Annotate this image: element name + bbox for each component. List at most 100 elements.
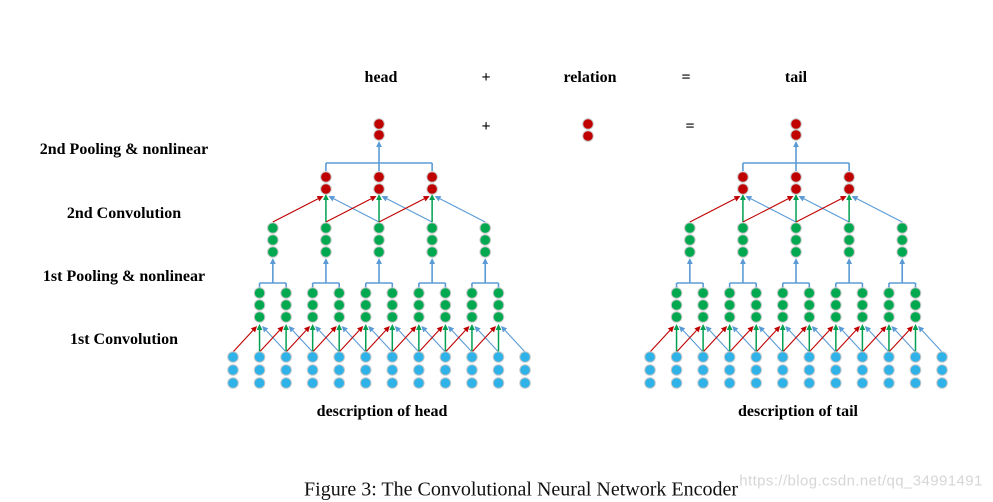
neuron-dot — [306, 299, 319, 311]
neuron-dot — [723, 299, 736, 311]
neuron-dot — [723, 287, 736, 299]
neuron-dot — [306, 351, 319, 363]
arrowhead — [262, 326, 269, 333]
neuron-dot — [386, 351, 399, 363]
arrowhead — [798, 196, 806, 202]
neuron-dot — [843, 222, 855, 234]
neuron-dot — [333, 299, 346, 311]
neuron-dot — [896, 234, 909, 246]
arrowhead — [785, 326, 792, 333]
neuron-dot — [253, 299, 266, 311]
neuron-dot — [790, 246, 802, 258]
neuron-dot — [280, 287, 292, 299]
neuron-dot — [426, 171, 438, 183]
neuron-dot — [790, 129, 802, 141]
neuron-dot — [830, 364, 842, 376]
neuron-dot — [466, 377, 478, 389]
neuron-dot — [856, 299, 869, 311]
equation-equals-sign: = — [681, 69, 691, 86]
neuron-dot — [373, 171, 385, 183]
connection-line — [856, 198, 903, 223]
connection-line — [803, 198, 850, 223]
arrowhead — [732, 326, 739, 333]
arrowhead — [811, 326, 819, 333]
equation-relation-label: relation — [563, 69, 617, 86]
connection-line — [265, 330, 287, 353]
arrowhead — [800, 326, 807, 333]
neuron-dot — [280, 351, 292, 363]
neuron-dot — [790, 118, 802, 130]
neuron-dot — [519, 351, 531, 363]
equation-head-label: head — [364, 69, 398, 86]
arrowhead — [482, 258, 489, 264]
arrowhead — [463, 326, 470, 333]
arrowhead — [918, 326, 925, 333]
connection-line — [232, 330, 254, 353]
neuron-dot — [253, 287, 266, 299]
neuron-dot — [320, 234, 332, 246]
neuron-dot — [909, 299, 922, 311]
connection-line — [371, 330, 393, 353]
neuron-dot — [267, 234, 279, 246]
arrowhead — [899, 258, 906, 264]
neuron-dot — [644, 377, 656, 389]
neuron-dot — [936, 364, 948, 376]
neuron-dot — [466, 364, 478, 376]
connection-line — [378, 198, 425, 223]
connection-line — [868, 330, 890, 353]
connection-line — [312, 330, 334, 353]
neuron-dot — [684, 234, 696, 246]
connection-line — [735, 330, 757, 353]
arrowhead — [726, 324, 733, 330]
tail-encoder-diagram — [644, 118, 948, 389]
neuron-dot — [936, 351, 948, 363]
neuron-dot — [280, 377, 292, 389]
neuron-dot — [439, 311, 452, 323]
connection-line — [365, 330, 387, 353]
neuron-dot — [306, 364, 319, 376]
neuron-dot — [426, 246, 438, 258]
neuron-dot — [737, 222, 749, 234]
arrowhead — [880, 326, 887, 333]
neuron-dot — [413, 287, 425, 299]
neuron-dot — [373, 183, 385, 195]
arrowhead — [369, 196, 377, 202]
neuron-dot — [883, 311, 895, 323]
neuron-dot — [439, 364, 452, 376]
neuron-dot — [723, 364, 736, 376]
neuron-dot — [479, 234, 492, 246]
connection-line — [391, 330, 413, 353]
neuron-dot — [670, 377, 683, 389]
neuron-dot — [723, 351, 736, 363]
neuron-dot — [227, 364, 239, 376]
neuron-dot — [413, 377, 425, 389]
neuron-dot — [909, 311, 922, 323]
connection-line — [895, 330, 916, 353]
arrowhead — [745, 196, 753, 202]
neuron-dot — [386, 311, 399, 323]
neuron-dot — [386, 364, 399, 376]
watermark-text: https://blog.csdn.net/qq_34991491 — [739, 472, 983, 490]
equation-tail-label: tail — [784, 69, 808, 86]
neuron-dot — [750, 364, 763, 376]
arrowhead — [912, 324, 919, 330]
arrowhead — [323, 194, 329, 200]
arrowhead — [753, 324, 760, 330]
neuron-dot — [519, 377, 531, 389]
arrowhead — [341, 326, 348, 333]
neuron-dot — [803, 299, 816, 311]
neuron-dot — [737, 246, 749, 258]
neuron-dot — [670, 287, 683, 299]
arrowhead — [422, 196, 430, 202]
neuron-dot — [466, 287, 478, 299]
arrowhead — [673, 324, 680, 330]
arrowhead — [376, 141, 382, 147]
neuron-dot — [830, 351, 842, 363]
neuron-dot — [373, 222, 385, 234]
neuron-dot — [227, 377, 239, 389]
neuron-dot — [909, 364, 922, 376]
neuron-dot — [439, 351, 452, 363]
neuron-dot — [803, 364, 816, 376]
neuron-dot — [253, 311, 266, 323]
neuron-dot — [466, 299, 478, 311]
